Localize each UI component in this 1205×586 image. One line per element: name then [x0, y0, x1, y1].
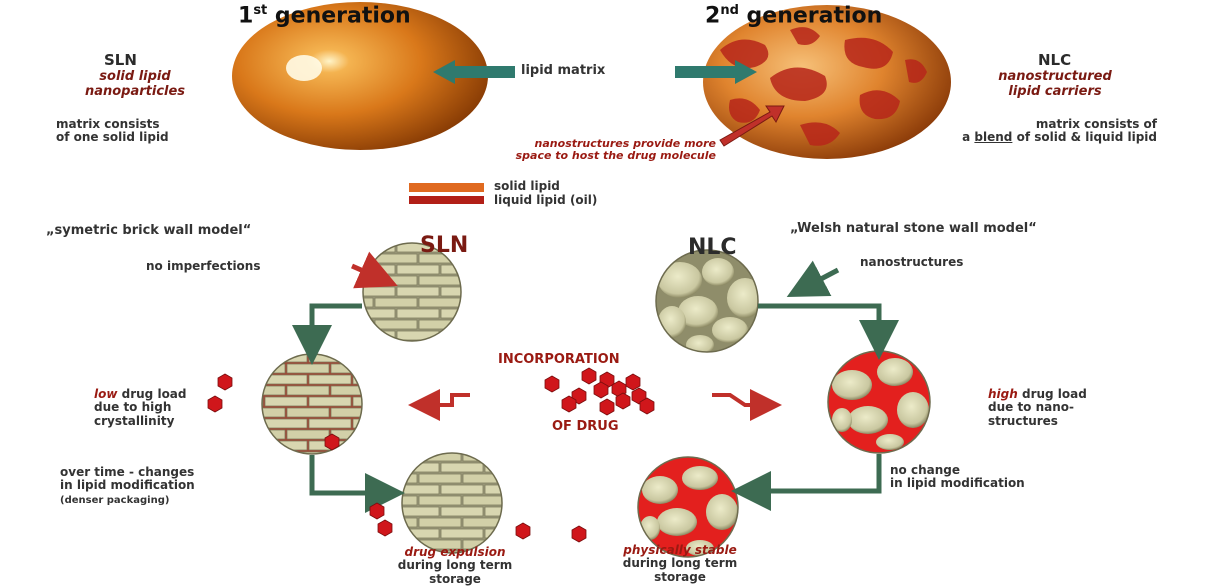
incorporation-arrow-right	[712, 395, 770, 405]
nlc-flow-arrow-1	[758, 306, 879, 345]
incorporation-label: INCORPORATION	[498, 353, 620, 368]
sln-flow-arrow-1	[312, 306, 362, 350]
no-imperfections-label: no imperfections	[146, 260, 260, 273]
nlc-stone-circle	[650, 245, 765, 360]
legend-liquid-label: liquid lipid (oil)	[494, 194, 597, 207]
gen2-title: 2nd generation	[705, 4, 882, 29]
nlc-flow-arrow-2	[746, 454, 879, 491]
nanostructures-label: nanostructures	[860, 256, 963, 269]
nlc-model-label: „Welsh natural stone wall model“	[790, 222, 1037, 237]
nanostructures-pointer-arrow	[800, 270, 838, 290]
lipid-matrix-label: lipid matrix	[521, 64, 605, 79]
legend-swatch-liquid	[409, 196, 484, 204]
nlc-abbr: NLC	[1038, 52, 1071, 69]
incorporation-arrow-left	[420, 395, 470, 405]
of-drug-label: OF DRUG	[552, 420, 619, 435]
nlc-loaded-circle	[825, 348, 935, 458]
sln-section-title: SLN	[420, 234, 468, 259]
sln-flow-arrow-2	[312, 455, 390, 493]
gen1-title: 1st generation	[238, 4, 411, 29]
sln-abbr: SLN	[104, 52, 137, 69]
sln-loaded-circle	[258, 350, 368, 460]
sln-sphere-highlight	[286, 55, 322, 81]
legend-solid-label: solid lipid	[494, 180, 560, 193]
nlc-section-title: NLC	[688, 236, 737, 261]
sln-expelled-circle	[400, 450, 510, 560]
sln-model-label: „symetric brick wall model“	[46, 224, 251, 239]
legend-swatch-solid	[409, 183, 484, 192]
